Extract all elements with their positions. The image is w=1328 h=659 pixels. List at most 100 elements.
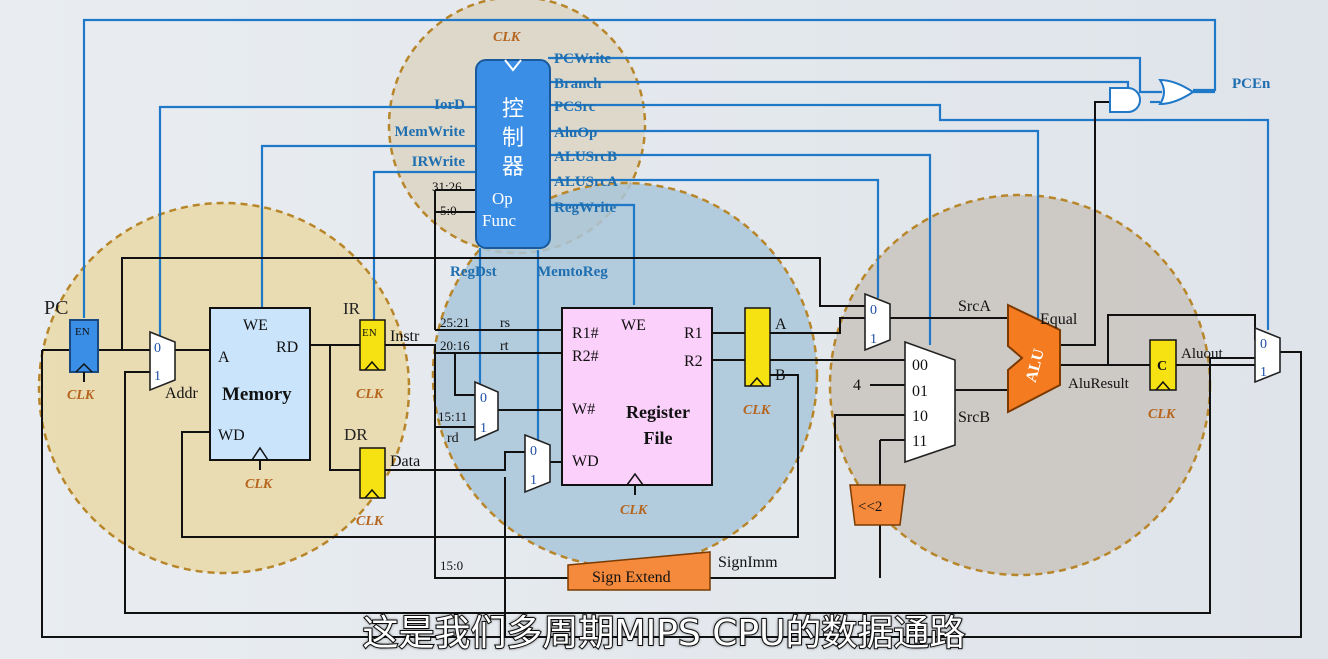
regfile-r1n-label: R1#: [572, 325, 599, 342]
srcb-mux-01: 01: [912, 383, 928, 400]
pc-register: PC EN CLK: [44, 297, 99, 403]
field-15-11-label: 15:11: [438, 409, 467, 424]
field-25-21-label: 25:21: [440, 315, 470, 330]
memtoreg-mux-1: 1: [530, 473, 537, 488]
pcwrite-label: PCWrite: [554, 51, 612, 67]
alusrca-label: ALUSrcA: [554, 174, 618, 190]
regdst-mux-0: 0: [480, 391, 487, 406]
dr-clk-label: CLK: [356, 514, 385, 529]
pcsrc-mux-0: 0: [1260, 337, 1267, 352]
regfile-wn-label: W#: [572, 401, 595, 418]
addr-mux-0: 0: [154, 341, 161, 356]
srcb-mux-10: 10: [912, 408, 928, 425]
ir-clk-label: CLK: [356, 387, 385, 402]
regwrite-label: RegWrite: [554, 200, 617, 216]
dr-register: DR Data CLK: [344, 425, 420, 529]
branch-label: Branch: [554, 76, 602, 92]
pcsrc-mux-1: 1: [1260, 365, 1267, 380]
regfile-r2n-label: R2#: [572, 348, 599, 365]
alusrcb-label: ALUSrcB: [554, 149, 617, 165]
pc-en-label: EN: [75, 326, 90, 338]
srca-label: SrcA: [958, 298, 991, 315]
pcen-logic: PCEn: [1109, 76, 1271, 113]
field-15-0-label: 15:0: [440, 558, 463, 573]
instruction-field-labels: 25:21 20:16 15:11 15:0 rs rt rd: [438, 315, 510, 573]
regfile-wd-label: WD: [572, 453, 599, 470]
regfile-we-label: WE: [621, 317, 646, 334]
control-char-1: 控: [502, 96, 524, 121]
iord-label: IorD: [434, 97, 465, 113]
memory-we-label: WE: [243, 317, 268, 334]
b-reg-label: B: [775, 367, 786, 384]
rt-label: rt: [500, 339, 509, 354]
equal-label: Equal: [1040, 311, 1078, 328]
sign-extend-label: Sign Extend: [592, 569, 671, 586]
ab-registers: A B CLK: [743, 307, 787, 418]
control-output-labels: IorD MemWrite IRWrite PCWrite Branch PCS…: [394, 51, 618, 280]
rd-label: rd: [447, 431, 459, 446]
instr-label: Instr: [390, 328, 420, 345]
aluresult-label: AluResult: [1068, 376, 1130, 392]
irwrite-label: IRWrite: [412, 154, 466, 170]
regdst-mux-1: 1: [480, 421, 487, 436]
and-gate-icon: [1109, 87, 1141, 113]
addr-mux: 0 1 Addr: [149, 330, 199, 402]
shift-left-block: <<2: [849, 484, 906, 526]
addr-label: Addr: [165, 385, 199, 402]
addr-mux-1: 1: [154, 369, 161, 384]
memory-block: WE A RD Memory WD CLK: [209, 307, 311, 492]
dr-label: DR: [344, 425, 368, 444]
memory-title: Memory: [222, 384, 292, 405]
pc-clk-label: CLK: [67, 388, 96, 403]
control-unit: 控 制 器 Op Func CLK: [475, 30, 551, 249]
register-file: R1# R2# WE R1 R2 W# WD Register File CLK: [561, 307, 713, 518]
control-clk-label: CLK: [493, 30, 522, 45]
aluout-label: Aluout: [1181, 346, 1224, 362]
c-reg-label: C: [1157, 359, 1167, 374]
field-20-16-label: 20:16: [440, 338, 470, 353]
const-4-label: 4: [853, 377, 861, 394]
or-gate-icon: [1158, 78, 1195, 106]
pc-label: PC: [44, 297, 68, 319]
aluop-label: AluOp: [554, 125, 597, 141]
srcb-label: SrcB: [958, 409, 990, 426]
control-func-label: Func: [482, 211, 516, 230]
regdst-mux: 0 1: [474, 380, 499, 442]
memory-wd-label: WD: [218, 427, 245, 444]
ir-label: IR: [343, 299, 361, 318]
control-op-label: Op: [492, 189, 513, 208]
sign-extend-block: Sign Extend SignImm: [567, 551, 778, 591]
control-char-2: 制: [502, 125, 524, 150]
rs-label: rs: [500, 316, 510, 331]
alu-block: ALU SrcA SrcB Equal AluResult: [958, 298, 1130, 426]
memtoreg-mux: 0 1: [524, 433, 551, 494]
control-char-3: 器: [502, 154, 524, 179]
a-reg-label: A: [775, 316, 787, 333]
c-clk-label: CLK: [1148, 407, 1177, 422]
srca-mux: 0 1: [864, 292, 891, 352]
memtoreg-mux-0: 0: [530, 444, 537, 459]
srcb-mux-00: 00: [912, 357, 928, 374]
srca-mux-1: 1: [870, 332, 877, 347]
ir-en-label: EN: [362, 327, 377, 339]
regdst-label: RegDst: [450, 264, 497, 280]
pcsrc-label: PCSrc: [554, 99, 596, 115]
data-wires: [41, 101, 1302, 638]
shift-label: <<2: [858, 499, 882, 515]
signimm-label: SignImm: [718, 554, 778, 571]
regfile-title-1: Register: [626, 402, 690, 422]
regfile-clk-label: CLK: [620, 503, 649, 518]
srca-mux-0: 0: [870, 303, 877, 318]
pcsrc-mux: 0 1: [1254, 326, 1281, 384]
memtoreg-label: MemtoReg: [537, 264, 608, 280]
memory-a-label: A: [218, 349, 230, 366]
ab-clk-label: CLK: [743, 403, 772, 418]
memory-clk-label: CLK: [245, 477, 274, 492]
memory-rd-label: RD: [276, 339, 298, 356]
data-label: Data: [390, 453, 420, 470]
srcb-mux-11: 11: [912, 433, 927, 450]
regfile-r1-label: R1: [684, 325, 703, 342]
subtitle-caption: 这是我们多周期MIPS CPU的数据通路: [362, 612, 967, 655]
pcen-label: PCEn: [1232, 76, 1271, 92]
